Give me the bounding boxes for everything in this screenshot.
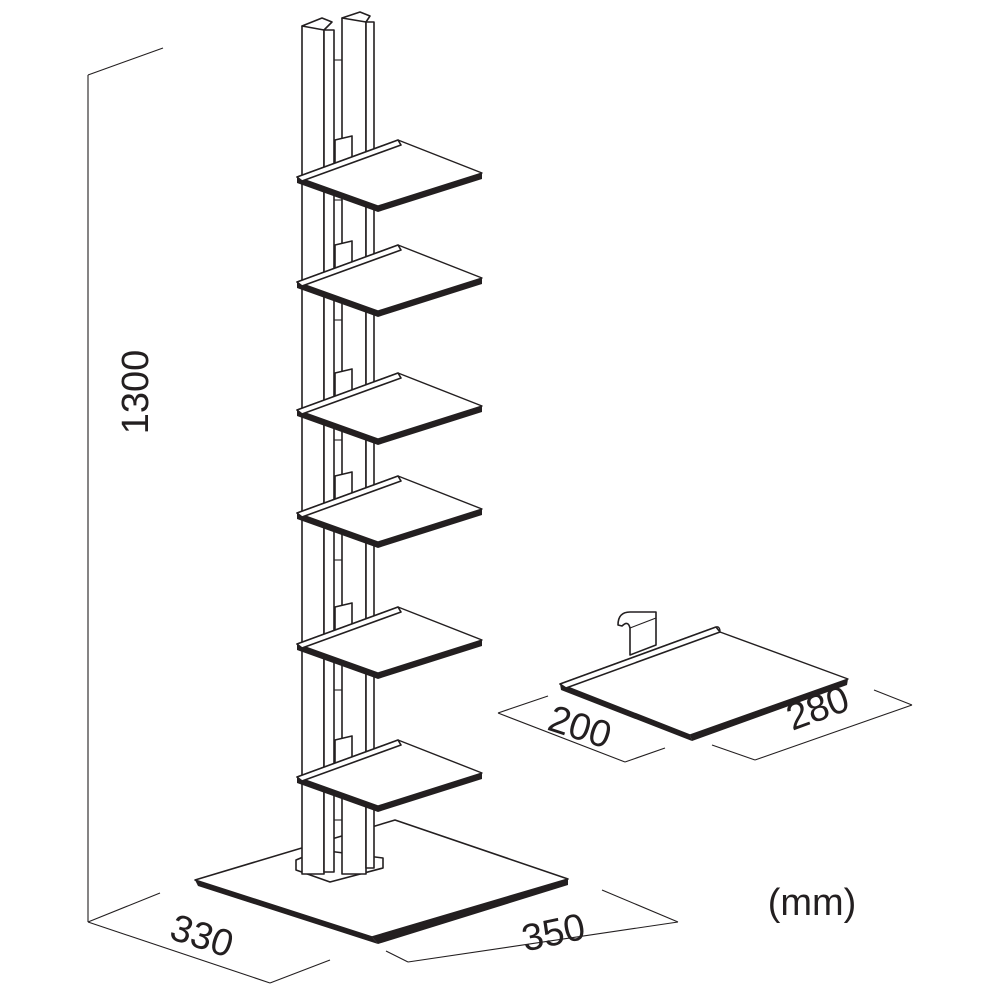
shelf-width-extension-left [711, 744, 756, 761]
shelf-back-lip [296, 139, 402, 182]
shelf-depth-dimension-line [497, 712, 626, 763]
tower-shelf [296, 471, 483, 548]
base-plate-top [194, 819, 569, 938]
shelf-front-edge [297, 644, 378, 679]
base-depth-dimension-line [87, 921, 271, 984]
shelf-back-lip [296, 475, 402, 518]
shelf-detail [559, 611, 849, 741]
shelf-right-edge [378, 640, 482, 679]
unit-label: (mm) [768, 882, 857, 924]
height-dimension: 1300 [87, 47, 164, 922]
shelf-right-edge [378, 406, 482, 445]
column-left-rail-side [323, 29, 335, 873]
shelf-right-edge [378, 509, 482, 548]
shelf-front-edge [297, 410, 378, 445]
tower-shelf [296, 368, 483, 445]
shelf-detail-back-lip [559, 626, 721, 689]
shelf-back-lip [296, 372, 402, 415]
shelf-depth-extension-right [624, 747, 666, 763]
shelf-width-dimension-line [754, 704, 913, 761]
column-right-rail-side [365, 21, 375, 869]
shelf-width-extension-right [873, 689, 913, 706]
shelf-back-lip [296, 606, 402, 649]
shelf-front-edge [297, 513, 378, 548]
tower-shelf [296, 735, 483, 812]
tower-shelf [296, 135, 483, 212]
tower-shelf [296, 240, 483, 317]
height-label: 1300 [115, 350, 157, 435]
base-plate-right-edge [372, 879, 568, 944]
tower-shelf [296, 602, 483, 679]
shelf-back-lip [296, 244, 402, 287]
shelf-right-edge [378, 773, 482, 812]
base-depth-extension-right [269, 959, 331, 984]
shelf-back-lip [296, 739, 402, 782]
base-depth-extension-left [87, 892, 161, 923]
base-width-extension-right [601, 889, 679, 923]
tower-shelves [296, 135, 483, 812]
shelf-front-edge [297, 177, 378, 212]
base-plate [194, 819, 569, 944]
shelf-hook-bracket [617, 611, 657, 656]
height-extension-top [87, 47, 164, 76]
base-width-label: 350 [518, 906, 589, 960]
shelf-right-edge [378, 173, 482, 212]
column-right-rail-top [341, 11, 371, 23]
base-depth-label: 330 [165, 907, 238, 967]
shelf-depth-extension-left [497, 695, 549, 714]
column-left-rail-top [301, 17, 333, 31]
base-width-dimension-line [407, 921, 679, 963]
shelf-right-edge [378, 278, 482, 317]
base-width-extension-left [385, 950, 409, 963]
shelf-detail-front-edge [560, 684, 692, 741]
shelf-front-edge [297, 777, 378, 812]
shelf-detail-right-edge [690, 679, 848, 741]
base-plate-front-edge [195, 880, 378, 944]
shelf-front-edge [297, 282, 378, 317]
column-left-rail [301, 25, 325, 875]
